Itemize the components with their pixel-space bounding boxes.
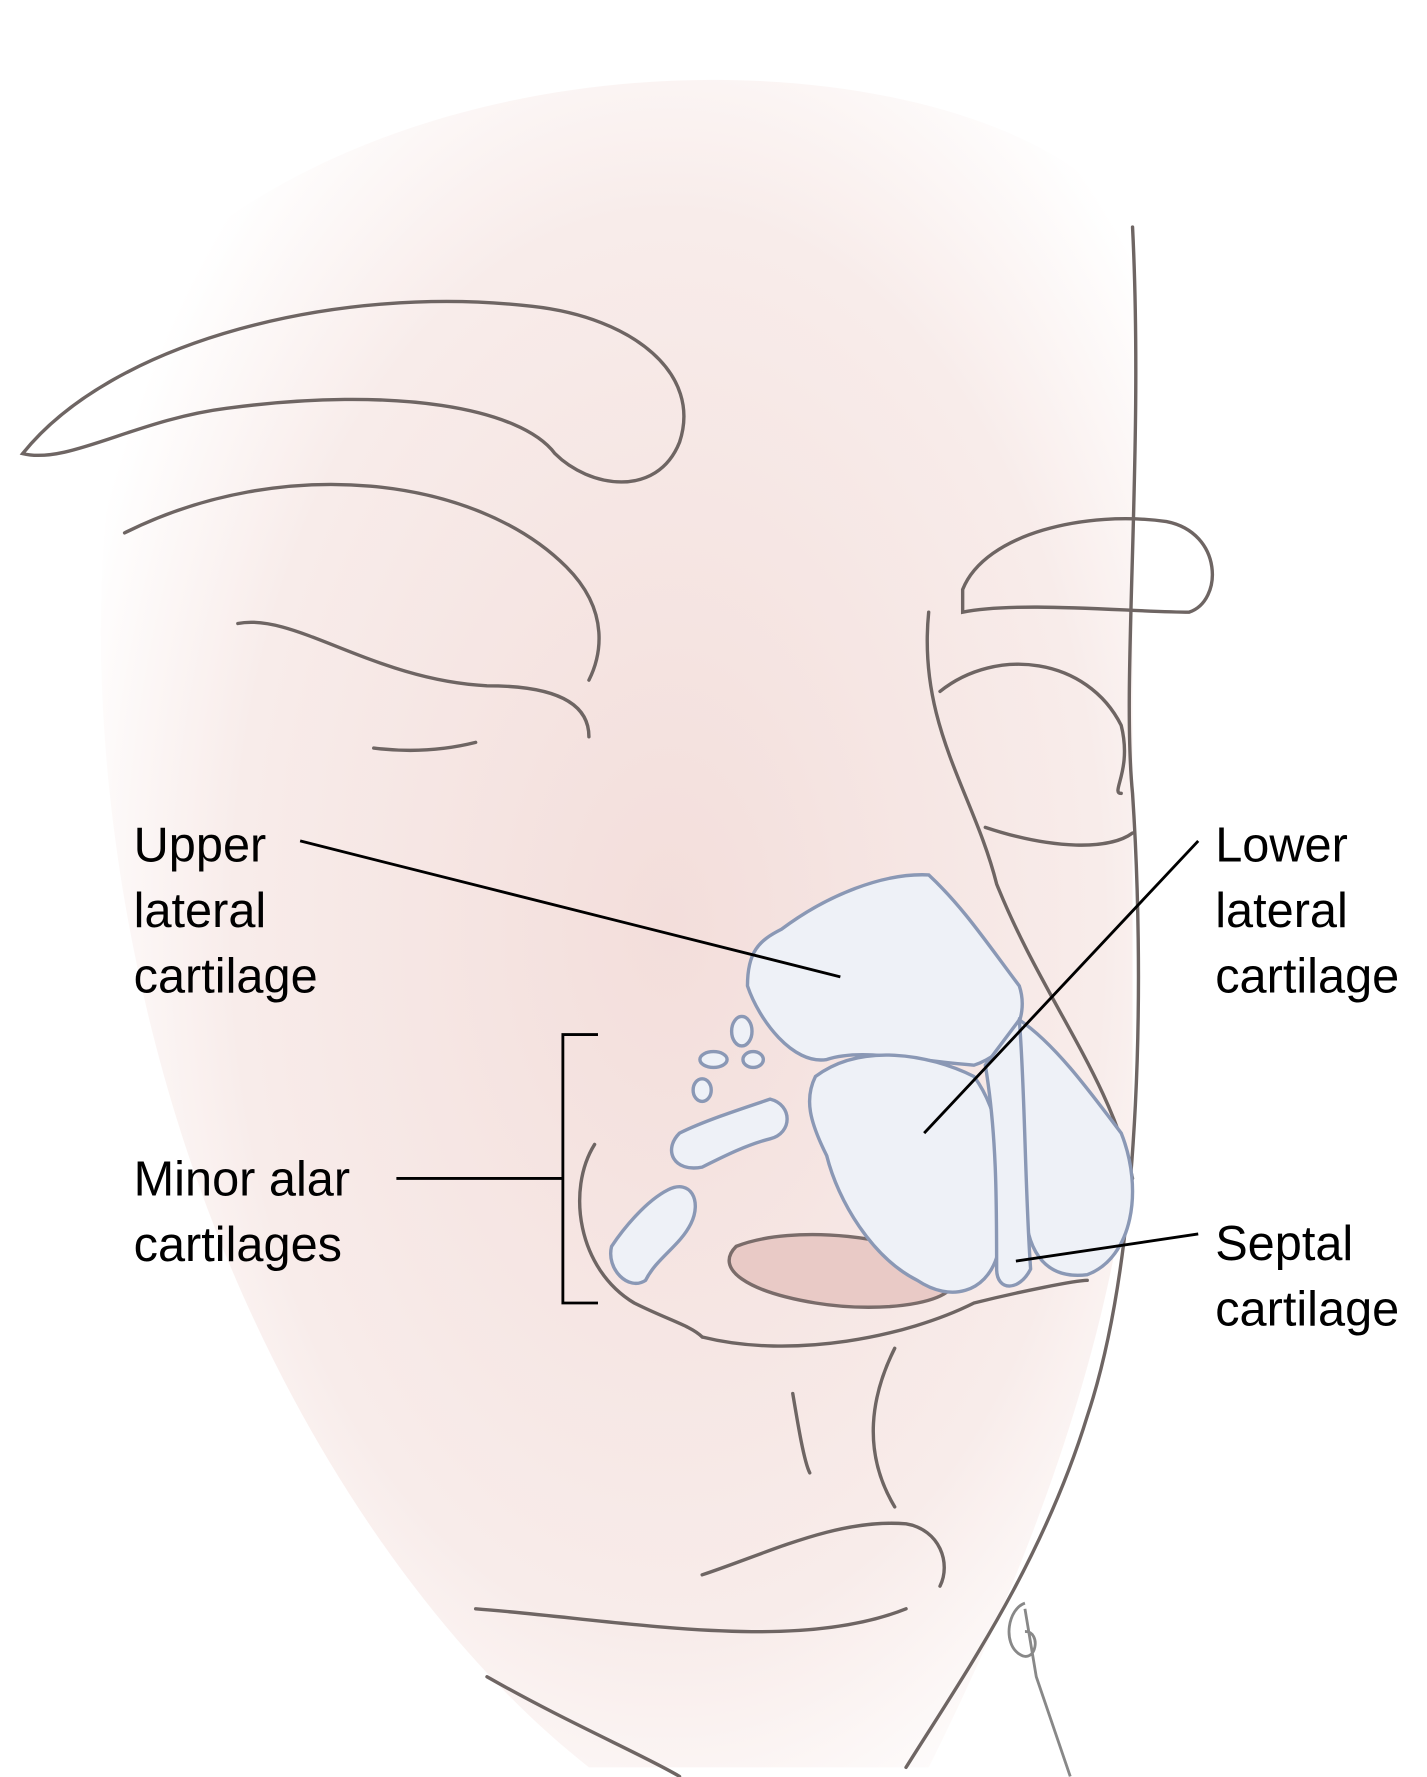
lower-lateral-leader (923, 839, 1200, 1135)
ala-left (577, 1142, 704, 1339)
minor-alar-bracket (396, 1033, 598, 1305)
eye-right (938, 662, 1135, 847)
eye-left-upper (236, 620, 591, 739)
artist-signature (1007, 1601, 1072, 1777)
face-right-contour (904, 225, 1141, 1770)
nose-bridge (925, 610, 1135, 1181)
leader-lines (299, 839, 1200, 1305)
minor-alar-cartilage (608, 1185, 697, 1285)
labels: Upper lateral cartilage Lower lateral ca… (134, 818, 1400, 1336)
minor-alar-cartilage (669, 1097, 789, 1170)
eye-left-fold (122, 482, 601, 682)
upper-lip (700, 1521, 946, 1588)
lower-lip (473, 1607, 908, 1634)
septal-cartilage (983, 1015, 1033, 1288)
label-lower-lateral: lateral (1215, 884, 1348, 938)
label-upper-lateral: lateral (134, 884, 267, 938)
cartilages (608, 873, 1135, 1294)
label-lower: Lower (1215, 818, 1348, 872)
label-septal: Septal (1215, 1217, 1353, 1271)
minor-alar-cartilage (729, 1014, 754, 1048)
philtrum (791, 1346, 897, 1509)
minor-alar-cartilage (698, 1049, 729, 1070)
label-minor-cartilages: cartilages (134, 1218, 342, 1272)
upper-lateral-leader (299, 839, 841, 979)
label-upper: Upper (134, 818, 267, 872)
label-upper-cartilage: cartilage (134, 950, 318, 1004)
upper-lateral-cartilage (745, 873, 1024, 1067)
chin (485, 1675, 682, 1777)
skin-shading (100, 79, 1133, 1768)
columella-base (700, 1278, 1089, 1348)
brow-left (19, 299, 686, 484)
label-lower-cartilage: cartilage (1215, 950, 1399, 1004)
minor-alar-cartilage (741, 1049, 766, 1070)
label-minor-alar: Minor alar (134, 1152, 350, 1206)
septal-leader (1015, 1232, 1199, 1263)
brow-right (960, 517, 1214, 615)
eye-left-lower (372, 740, 478, 753)
label-septal-cartilage: cartilage (1215, 1283, 1399, 1337)
lower-lateral-cartilage (807, 1053, 1006, 1294)
minor-alar-cartilage (691, 1077, 713, 1104)
